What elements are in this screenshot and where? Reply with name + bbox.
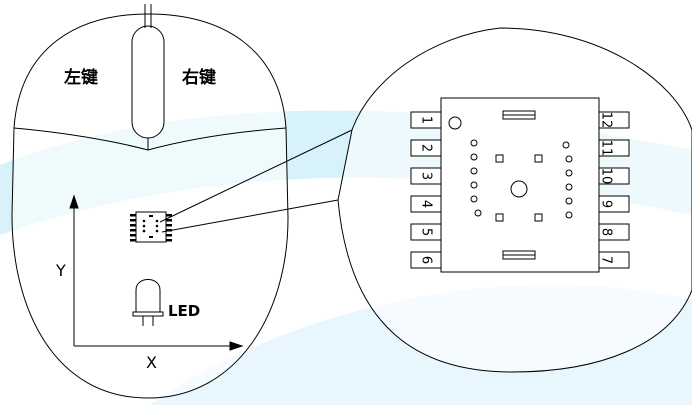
pin-number: 6 <box>419 256 434 264</box>
led-label: LED <box>168 302 200 320</box>
sensor-chip-large <box>440 97 600 273</box>
pin-right-11 <box>598 139 630 157</box>
axis-y-label: Y <box>55 261 66 280</box>
pin-right-10 <box>598 167 630 185</box>
pin-number: 7 <box>599 256 614 264</box>
pin-number: 5 <box>419 228 434 236</box>
pin1-marker <box>448 116 462 130</box>
callout-lines <box>159 129 353 233</box>
pin-number: 3 <box>419 172 434 180</box>
pin-number: 10 <box>599 168 614 185</box>
sensor-chip-small <box>130 211 172 243</box>
pin-number: 12 <box>599 112 614 129</box>
pin-number: 4 <box>419 200 434 208</box>
pin-number: 8 <box>599 228 614 236</box>
pin-right-12 <box>598 111 630 129</box>
pin-left-4 <box>410 195 442 213</box>
pin-right-7 <box>598 251 630 269</box>
pin-number: 11 <box>599 140 614 157</box>
left-button-label: 左键 <box>64 67 98 88</box>
pin-number: 1 <box>419 116 434 124</box>
pin-number: 2 <box>419 144 434 152</box>
y-arrow-icon <box>69 194 79 209</box>
x-arrow-icon <box>229 341 244 351</box>
pin-left-3 <box>410 167 442 185</box>
lens-center <box>510 180 528 198</box>
pin-left-2 <box>410 139 442 157</box>
axis-x-label: X <box>146 353 157 372</box>
pin-left-6 <box>410 251 442 269</box>
scroll-wheel <box>131 25 165 139</box>
pin-left-5 <box>410 223 442 241</box>
xy-axes <box>69 194 244 351</box>
pin-number: 9 <box>599 200 614 208</box>
pin-right-8 <box>598 223 630 241</box>
led-icon <box>132 279 164 326</box>
mouse-body <box>11 4 289 399</box>
pin-left-1 <box>410 111 442 129</box>
pin-right-9 <box>598 195 630 213</box>
right-button-label: 右键 <box>182 67 216 88</box>
